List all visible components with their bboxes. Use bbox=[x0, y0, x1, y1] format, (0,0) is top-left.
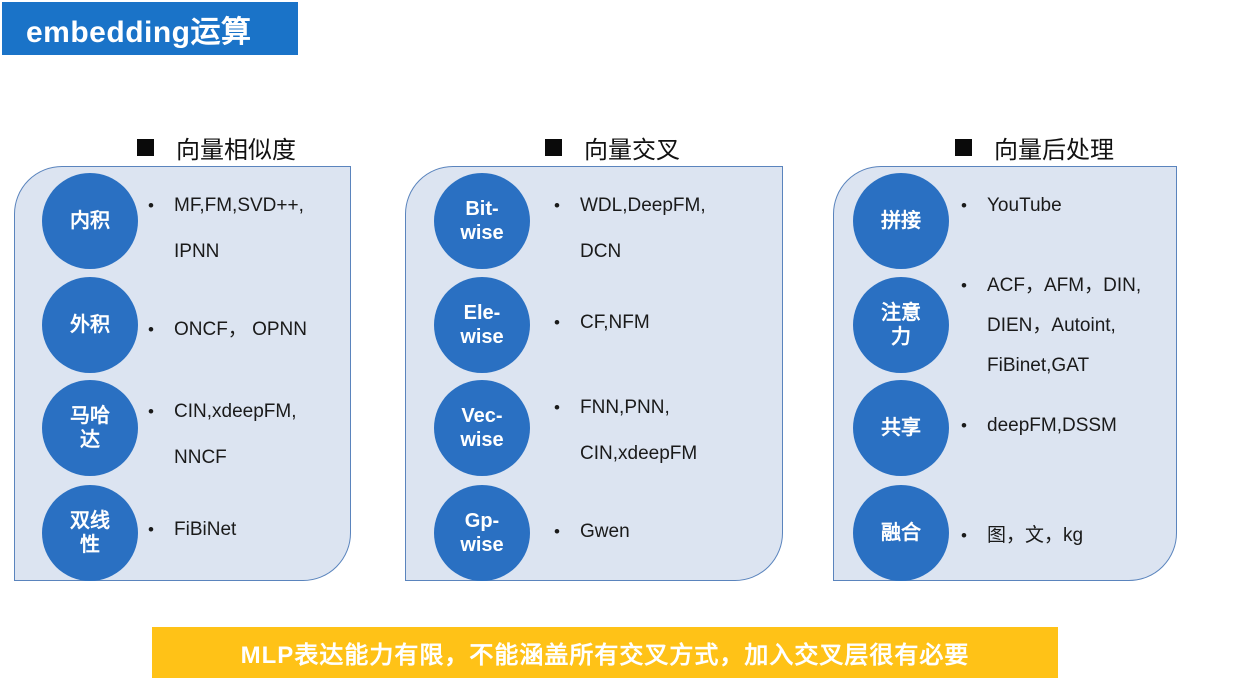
list-item-text: CF,NFM bbox=[580, 312, 650, 333]
badge-attention: 注意力 bbox=[853, 277, 949, 373]
badge-concat: 拼接 bbox=[853, 173, 949, 269]
column-header-cross: 向量交叉 bbox=[545, 130, 680, 165]
panel-similarity: 内积 外积 马哈达 双线性 • MF,FM,SVD++,IPNN • ONCF，… bbox=[14, 166, 351, 581]
list-item-text: 图，文，kg bbox=[987, 525, 1084, 546]
bullet-dot: • bbox=[554, 398, 560, 417]
square-bullet-icon bbox=[545, 139, 562, 156]
badge-ele-wise: Ele-wise bbox=[434, 277, 530, 373]
list-item-text: ACF，AFM，DIN,DIEN，Autoint,FiBinet,GAT bbox=[987, 275, 1142, 376]
list-item-text: FNN,PNN,CIN,xdeepFM bbox=[580, 397, 698, 464]
list-item: • WDL,DeepFM,DCN bbox=[554, 183, 706, 275]
list-item: • YouTube bbox=[961, 183, 1062, 229]
column-header-postprocess: 向量后处理 bbox=[955, 130, 1114, 165]
footer-banner: MLP表达能力有限，不能涵盖所有交叉方式，加入交叉层很有必要 bbox=[152, 627, 1058, 678]
badge-hadamard: 马哈达 bbox=[42, 380, 138, 476]
bullet-dot: • bbox=[148, 320, 154, 339]
bullet-dot: • bbox=[554, 522, 560, 541]
list-item: • ACF，AFM，DIN,DIEN，Autoint,FiBinet,GAT bbox=[961, 266, 1141, 386]
badge-inner-product: 内积 bbox=[42, 173, 138, 269]
panel-postprocess: 拼接 注意力 共享 融合 • YouTube • ACF，AFM，DIN,DIE… bbox=[833, 166, 1177, 581]
badge-gp-wise: Gp-wise bbox=[434, 485, 530, 581]
column-header-similarity: 向量相似度 bbox=[137, 130, 296, 165]
bullet-dot: • bbox=[148, 402, 154, 421]
bullet-dot: • bbox=[554, 313, 560, 332]
bullet-dot: • bbox=[554, 196, 560, 215]
badge-vec-wise: Vec-wise bbox=[434, 380, 530, 476]
list-item: • ONCF， OPNN bbox=[148, 307, 307, 353]
bullet-dot: • bbox=[961, 416, 967, 435]
list-item-text: ONCF， OPNN bbox=[174, 319, 308, 340]
badge-outer-product: 外积 bbox=[42, 277, 138, 373]
list-item-text: FiBiNet bbox=[174, 519, 237, 540]
column-header-label: 向量相似度 bbox=[176, 137, 296, 164]
list-item: • 图，文，kg bbox=[961, 513, 1083, 559]
slide-title-bar: embedding运算 bbox=[2, 2, 298, 55]
column-header-label: 向量交叉 bbox=[584, 137, 680, 164]
list-item-text: WDL,DeepFM,DCN bbox=[580, 195, 706, 262]
bullet-dot: • bbox=[148, 520, 154, 539]
footer-text: MLP表达能力有限，不能涵盖所有交叉方式，加入交叉层很有必要 bbox=[240, 642, 970, 669]
page-title: embedding运算 bbox=[26, 15, 252, 49]
list-item-text: deepFM,DSSM bbox=[987, 415, 1117, 436]
list-item: • CF,NFM bbox=[554, 300, 650, 346]
list-item-text: YouTube bbox=[987, 195, 1062, 216]
list-item: • CIN,xdeepFM,NNCF bbox=[148, 389, 296, 481]
bullet-dot: • bbox=[148, 196, 154, 215]
list-item-text: Gwen bbox=[580, 521, 630, 542]
square-bullet-icon bbox=[955, 139, 972, 156]
bullet-dot: • bbox=[961, 276, 967, 295]
list-item: • deepFM,DSSM bbox=[961, 403, 1117, 449]
badge-fusion: 融合 bbox=[853, 485, 949, 581]
badge-bit-wise: Bit-wise bbox=[434, 173, 530, 269]
panel-cross: Bit-wise Ele-wise Vec-wise Gp-wise • WDL… bbox=[405, 166, 783, 581]
list-item: • FiBiNet bbox=[148, 507, 236, 553]
list-item: • MF,FM,SVD++,IPNN bbox=[148, 183, 304, 275]
badge-share: 共享 bbox=[853, 380, 949, 476]
bullet-dot: • bbox=[961, 526, 967, 545]
bullet-dot: • bbox=[961, 196, 967, 215]
list-item-text: MF,FM,SVD++,IPNN bbox=[174, 195, 304, 262]
list-item-text: CIN,xdeepFM,NNCF bbox=[174, 401, 297, 468]
list-item: • Gwen bbox=[554, 509, 630, 555]
list-item: • FNN,PNN,CIN,xdeepFM bbox=[554, 385, 697, 477]
column-header-label: 向量后处理 bbox=[994, 137, 1114, 164]
square-bullet-icon bbox=[137, 139, 154, 156]
badge-bilinear: 双线性 bbox=[42, 485, 138, 581]
